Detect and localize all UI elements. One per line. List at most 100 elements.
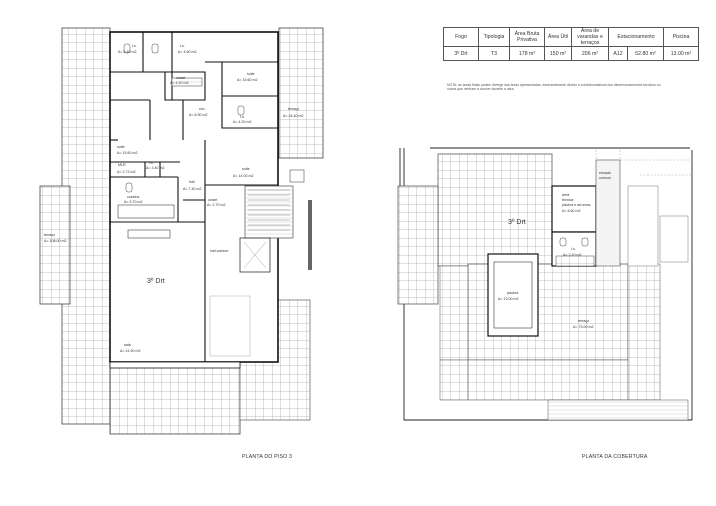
room-label: comum <box>599 176 611 180</box>
room-area: A= 4.20 m2 <box>170 81 188 85</box>
roof-right-equipment <box>627 185 659 267</box>
kitchen-island <box>127 229 171 239</box>
floor3-room-labels: I.s. A= 5.40 m2 I.s. A= 4.60 m2 closet A… <box>44 44 303 353</box>
room-label: I.s. <box>240 115 245 119</box>
room-label: suite <box>117 145 125 149</box>
floor3-caption: PLANTA DO PISO 3 <box>242 454 292 460</box>
room-label: I.s. <box>132 44 137 48</box>
roof-stair-block <box>595 159 621 267</box>
room-area: A= 15.60 m2 <box>237 78 257 82</box>
cell-parking-area: 52.80 m² <box>627 46 664 61</box>
wc-fixture <box>559 237 567 247</box>
room-label: terraço <box>578 319 589 323</box>
unit-label: 3º Drt <box>147 278 165 285</box>
bottom-strip <box>109 361 241 369</box>
room-label: suite <box>247 72 255 76</box>
room-label: piscina <box>507 291 518 295</box>
header-area-bruta: Área Bruta Privativa <box>509 27 545 47</box>
room-label: piscina e arrumos <box>562 203 591 207</box>
cell-area-util: 150 m² <box>544 46 572 61</box>
room-label: hall <box>189 180 195 184</box>
room-area: A= 41.90 m2 <box>120 349 140 353</box>
room-label: cozinha <box>127 195 139 199</box>
technical-room <box>551 185 597 233</box>
stairs-core <box>244 185 294 239</box>
room-area: A= 108.00 m2 <box>44 239 66 243</box>
unit-label: 3º Drt <box>508 219 526 226</box>
room-label: closet <box>208 198 217 202</box>
pool-inner <box>493 261 533 329</box>
roof-terrace-left-tiles <box>397 185 439 305</box>
floor3-plan: I.s. A= 5.40 m2 I.s. A= 4.60 m2 closet A… <box>39 27 324 460</box>
table-header-row: Fogo Tipologia Área Bruta Privativa Área… <box>443 27 699 47</box>
terrace-bottom-tiles <box>109 363 241 435</box>
room-label: suite <box>242 167 250 171</box>
room-area: A= 5.40 m2 <box>118 50 136 54</box>
room-label: terraço <box>44 233 55 237</box>
corridor-box <box>209 295 251 357</box>
roof-caption: PLANTA DA COBERTURA <box>582 454 648 460</box>
room-label: área <box>562 193 569 197</box>
room-area: A= 13.00 m2 <box>498 297 518 301</box>
room-area: A= 7.40 m2 <box>183 187 201 191</box>
room-area: A= 6.90 m2 <box>189 113 207 117</box>
cell-area-bruta: 178 m² <box>509 46 545 61</box>
room-area: A= 3.10 m2 <box>563 253 581 257</box>
roof-bottom-railing <box>547 399 689 421</box>
room-label: I.s. <box>571 247 576 251</box>
room-area: A= 4.30 m2 <box>233 120 251 124</box>
room-label: terraço <box>288 107 299 111</box>
wc-fixture <box>125 182 133 193</box>
stamp-dots: · · · <box>672 36 685 42</box>
header-estacionamento: Estacionamento <box>608 27 664 47</box>
cell-piscina: 13.00 m² <box>663 46 699 61</box>
header-fogo: Fogo <box>443 27 479 47</box>
room-area: A= 2.73 m2 <box>117 170 135 174</box>
cell-fogo: 3º Drt <box>443 46 479 61</box>
room-label: MLR <box>118 163 126 167</box>
terrace-right-tiles <box>278 27 324 159</box>
room-area: A= 2.70 m2 <box>207 203 225 207</box>
roof-grid-block <box>555 255 595 267</box>
room-area: A= 8.60 m2 <box>562 209 580 213</box>
cell-tipologia: T3 <box>478 46 510 61</box>
table-row: 3º Drt T3 178 m² 150 m² 206 m² A12 52.80… <box>443 46 699 61</box>
room-area: A= 15.60 m2 <box>117 151 137 155</box>
room-label: circ. <box>199 107 206 111</box>
room-label: técnica <box>562 198 573 202</box>
room-area: A= 9.70 m2 <box>124 200 142 204</box>
room-area: A= 73.00 m2 <box>573 325 593 329</box>
roof-right-equipment <box>659 215 689 263</box>
elevator-shaft <box>239 237 271 273</box>
wc-fixture <box>151 43 159 54</box>
room-label: escada <box>599 171 611 175</box>
room-label: sala <box>124 343 131 347</box>
pool <box>487 253 539 337</box>
closet-shelves <box>171 77 203 87</box>
cell-area-varandas: 206 m² <box>571 46 609 61</box>
header-tipologia: Tipologia <box>478 27 510 47</box>
room-label: hall comum <box>210 249 228 253</box>
wc-fixture <box>581 237 589 247</box>
wc-right <box>289 169 305 183</box>
cell-parking-id: A12 <box>608 46 628 61</box>
wc-fixture <box>237 105 245 116</box>
room-area: A= 14.00 m2 <box>233 174 253 178</box>
roof-slope-hatching <box>439 263 661 401</box>
room-label: I.s. <box>149 161 154 165</box>
roof-terrace-tiles <box>437 153 553 267</box>
room-label: I.s. <box>180 44 185 48</box>
room-area: A= 3.40 m2 <box>146 166 164 170</box>
room-area: A= 24.40 m2 <box>283 114 303 118</box>
stair-treads <box>248 189 290 231</box>
wc-fixture <box>123 43 131 54</box>
room-label: closet <box>176 76 185 80</box>
room-area: A= 4.60 m2 <box>178 50 196 54</box>
header-area-util: Área Útil <box>544 27 572 47</box>
terrace-left-ext-tiles <box>39 185 71 305</box>
roof-plan: escada comum área técnica piscina e arru… <box>397 147 693 460</box>
roof-room-labels: escada comum área técnica piscina e arru… <box>498 171 611 329</box>
areas-note: NOTA: as áreas finais podem divergir das… <box>447 83 661 92</box>
interior-walls <box>110 32 278 362</box>
